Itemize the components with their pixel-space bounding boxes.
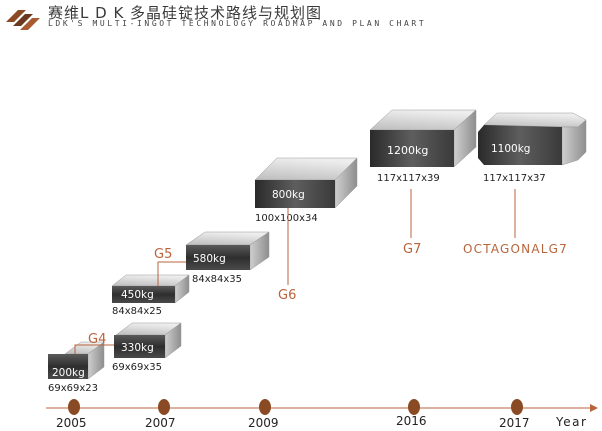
timeline-year-label: 2017 bbox=[499, 416, 530, 430]
block-weight-label: 580kg bbox=[193, 253, 226, 265]
timeline-year-label: 2007 bbox=[145, 416, 176, 430]
ingot-block-1100kg bbox=[478, 112, 587, 166]
timeline-axis bbox=[46, 404, 598, 412]
block-weight-label: 800kg bbox=[272, 189, 305, 201]
block-dims-label: 84x84x25 bbox=[112, 306, 162, 317]
block-dims-label: 100x100x34 bbox=[255, 213, 318, 224]
block-dims-label: 117x117x39 bbox=[377, 173, 440, 184]
page-subtitle: LDK'S MULTI-INGOT TECHNOLOGY ROADMAP AND… bbox=[48, 19, 427, 28]
ingot-block-580kg bbox=[185, 231, 270, 271]
generation-label-octagonal-g7: OCTAGONALG7 bbox=[463, 242, 568, 256]
block-weight-label: 1200kg bbox=[387, 144, 428, 157]
block-dims-label: 69x69x35 bbox=[112, 362, 162, 373]
timeline-year-label: 2009 bbox=[248, 416, 279, 430]
block-weight-label: 330kg bbox=[121, 342, 154, 354]
timeline-dot-2017 bbox=[511, 399, 523, 415]
block-weight-label: 1100kg bbox=[491, 143, 530, 155]
ingot-block-330kg bbox=[114, 322, 182, 359]
ingot-block-800kg bbox=[254, 157, 358, 209]
ldk-logo-icon bbox=[6, 10, 40, 30]
timeline-dot-2005 bbox=[68, 399, 80, 415]
timeline-axis-label: Year bbox=[555, 415, 587, 429]
timeline-dot-2007 bbox=[158, 399, 170, 415]
timeline-dot-2016 bbox=[408, 399, 420, 415]
generation-label-g7: G7 bbox=[403, 242, 421, 257]
ingot-block-1200kg bbox=[369, 109, 477, 168]
block-dims-label: 84x84x35 bbox=[192, 274, 242, 285]
timeline-year-label: 2005 bbox=[56, 416, 87, 430]
generation-connectors bbox=[74, 189, 516, 354]
timeline-year-label: 2016 bbox=[396, 414, 427, 428]
block-weight-label: 200kg bbox=[52, 367, 85, 379]
block-dims-label: 117x117x37 bbox=[483, 173, 546, 184]
page-title: 赛维L D K 多晶硅锭技术路线与规划图 bbox=[48, 4, 323, 22]
generation-label-g4: G4 bbox=[88, 332, 106, 347]
block-weight-label: 450kg bbox=[121, 289, 154, 301]
generation-label-g5: G5 bbox=[154, 247, 172, 262]
ingot-block-450kg bbox=[111, 274, 190, 304]
block-dims-label: 69x69x23 bbox=[48, 383, 98, 394]
generation-label-g6: G6 bbox=[278, 288, 296, 303]
timeline-dot-2009 bbox=[259, 399, 271, 415]
